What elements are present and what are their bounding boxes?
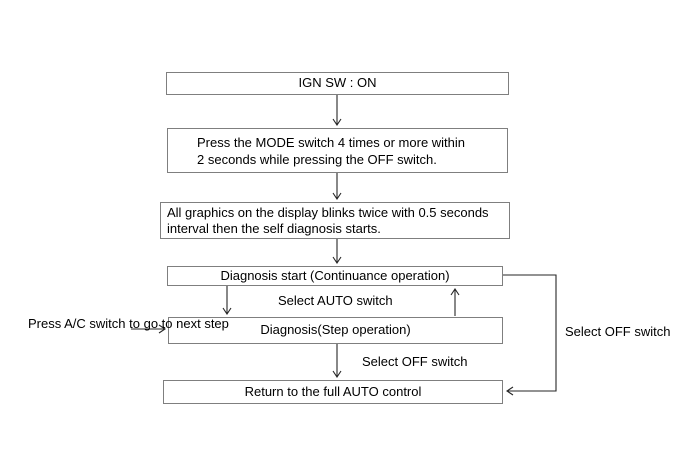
label-press-ac-switch: Press A/C switch to go to next step [28, 316, 229, 331]
label-select-off-switch-loop-text: Select OFF switch [565, 324, 671, 339]
label-select-off-switch-step: Select OFF switch [362, 354, 467, 369]
box-press-mode-switch: Press the MODE switch 4 times or more wi… [167, 128, 508, 173]
box-diagnosis-start: Diagnosis start (Continuance operation) [167, 266, 503, 286]
box-display-blinks-line2: interval then the self diagnosis starts. [167, 221, 381, 236]
box-display-blinks-line1: All graphics on the display blinks twice… [167, 205, 489, 220]
label-press-ac-switch-line1: Press A/C switch [28, 316, 126, 331]
box-return-auto-control: Return to the full AUTO control [163, 380, 503, 404]
box-display-blinks: All graphics on the display blinks twice… [160, 202, 510, 239]
label-press-ac-switch-line2: to go to next step [129, 316, 229, 331]
arrow-off-loop-icon [503, 274, 557, 396]
box-diagnosis-step: Diagnosis(Step operation) [168, 317, 503, 344]
box-return-auto-control-label: Return to the full AUTO control [244, 383, 422, 399]
label-select-off-switch-loop: Select OFF switch [565, 324, 670, 339]
label-select-auto-switch-text: Select AUTO switch [278, 293, 393, 308]
label-select-auto-switch: Select AUTO switch [278, 293, 393, 308]
box-press-mode-switch-line2: 2 seconds while pressing the OFF switch. [197, 152, 437, 167]
box-ign-sw-on: IGN SW : ON [166, 72, 509, 95]
box-diagnosis-start-label: Diagnosis start (Continuance operation) [220, 267, 450, 283]
label-select-off-switch-step-text: Select OFF switch [362, 354, 468, 369]
box-ign-sw-on-label: IGN SW : ON [298, 75, 377, 91]
box-diagnosis-step-label: Diagnosis(Step operation) [260, 322, 411, 338]
box-press-mode-switch-line1: Press the MODE switch 4 times or more wi… [197, 135, 466, 150]
